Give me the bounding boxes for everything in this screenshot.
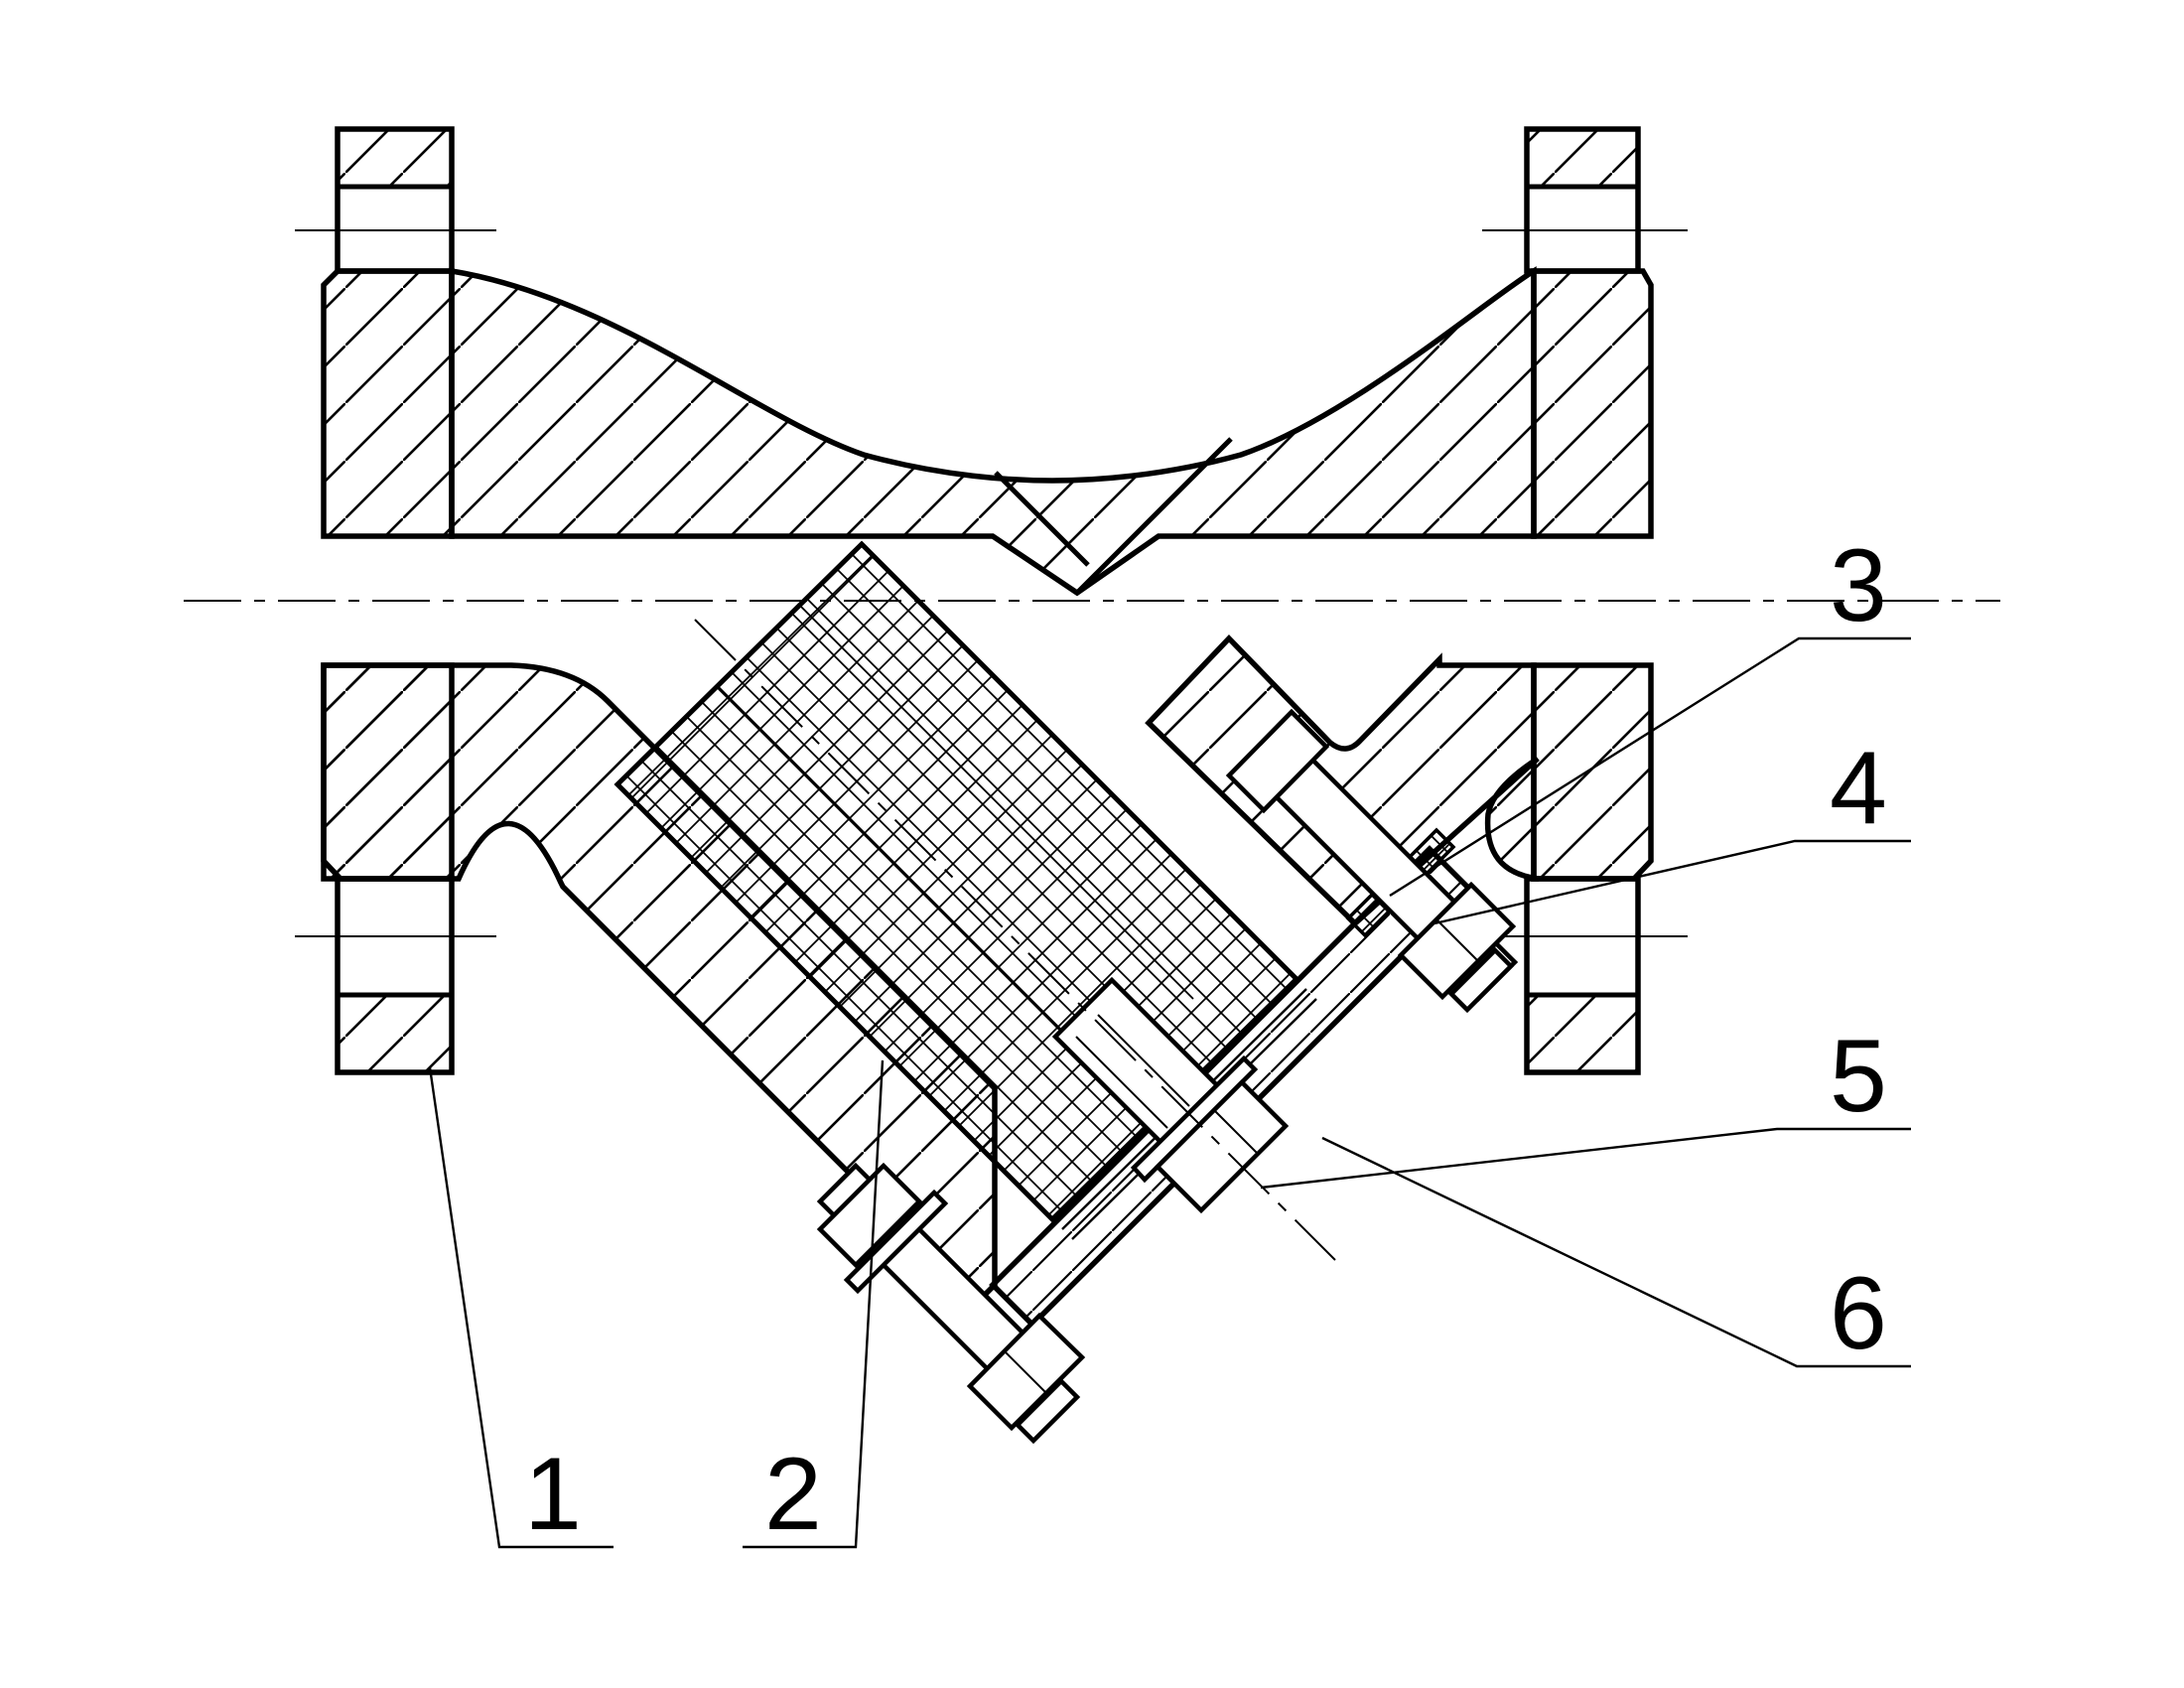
left-flange-plate-upper: [321, 268, 455, 539]
callout-4-label: 4: [1830, 731, 1887, 846]
callout-5: 5: [1260, 1019, 1911, 1190]
right-flange-plate-upper: [1531, 268, 1654, 539]
callout-2: 2: [743, 1059, 885, 1552]
pipe-bottom-wall-right: [1145, 634, 1540, 927]
upper-bolt-tip: [1447, 946, 1515, 1014]
left-flange-bottom-tab: [295, 876, 496, 1075]
callout-5-label: 5: [1830, 1019, 1887, 1134]
callout-6-label: 6: [1830, 1256, 1887, 1371]
valve-body: [295, 126, 1688, 1306]
pipe-top-wall: [449, 266, 1537, 597]
left-flange-top-tab: [295, 126, 496, 274]
callouts: 1 2 3 4 5 6: [428, 528, 1911, 1552]
centerline-branch: [694, 619, 1336, 1261]
lower-bolt-head: [816, 1162, 923, 1269]
drain-plug-head: [1154, 1078, 1290, 1214]
callout-6: 6: [1321, 1136, 1911, 1371]
right-flange-bottom-tab: [1482, 876, 1688, 1075]
branch-wall-crossing-a: [1075, 437, 1233, 595]
pipe-bottom-wall-left: [321, 662, 998, 1306]
upper-bolt-head: [1225, 708, 1330, 814]
callout-2-label: 2: [764, 1437, 822, 1552]
callout-4: 4: [1433, 731, 1911, 925]
lower-bolt-tip: [1014, 1377, 1081, 1445]
callout-1: 1: [428, 1066, 614, 1552]
callout-3: 3: [1389, 528, 1911, 898]
right-flange-top-tab: [1482, 126, 1688, 274]
right-flange-plate-lower: [1531, 662, 1654, 882]
branch-wall-crossing-b: [994, 471, 1090, 567]
callout-3-label: 3: [1830, 528, 1887, 643]
callout-1-label: 1: [524, 1437, 582, 1552]
